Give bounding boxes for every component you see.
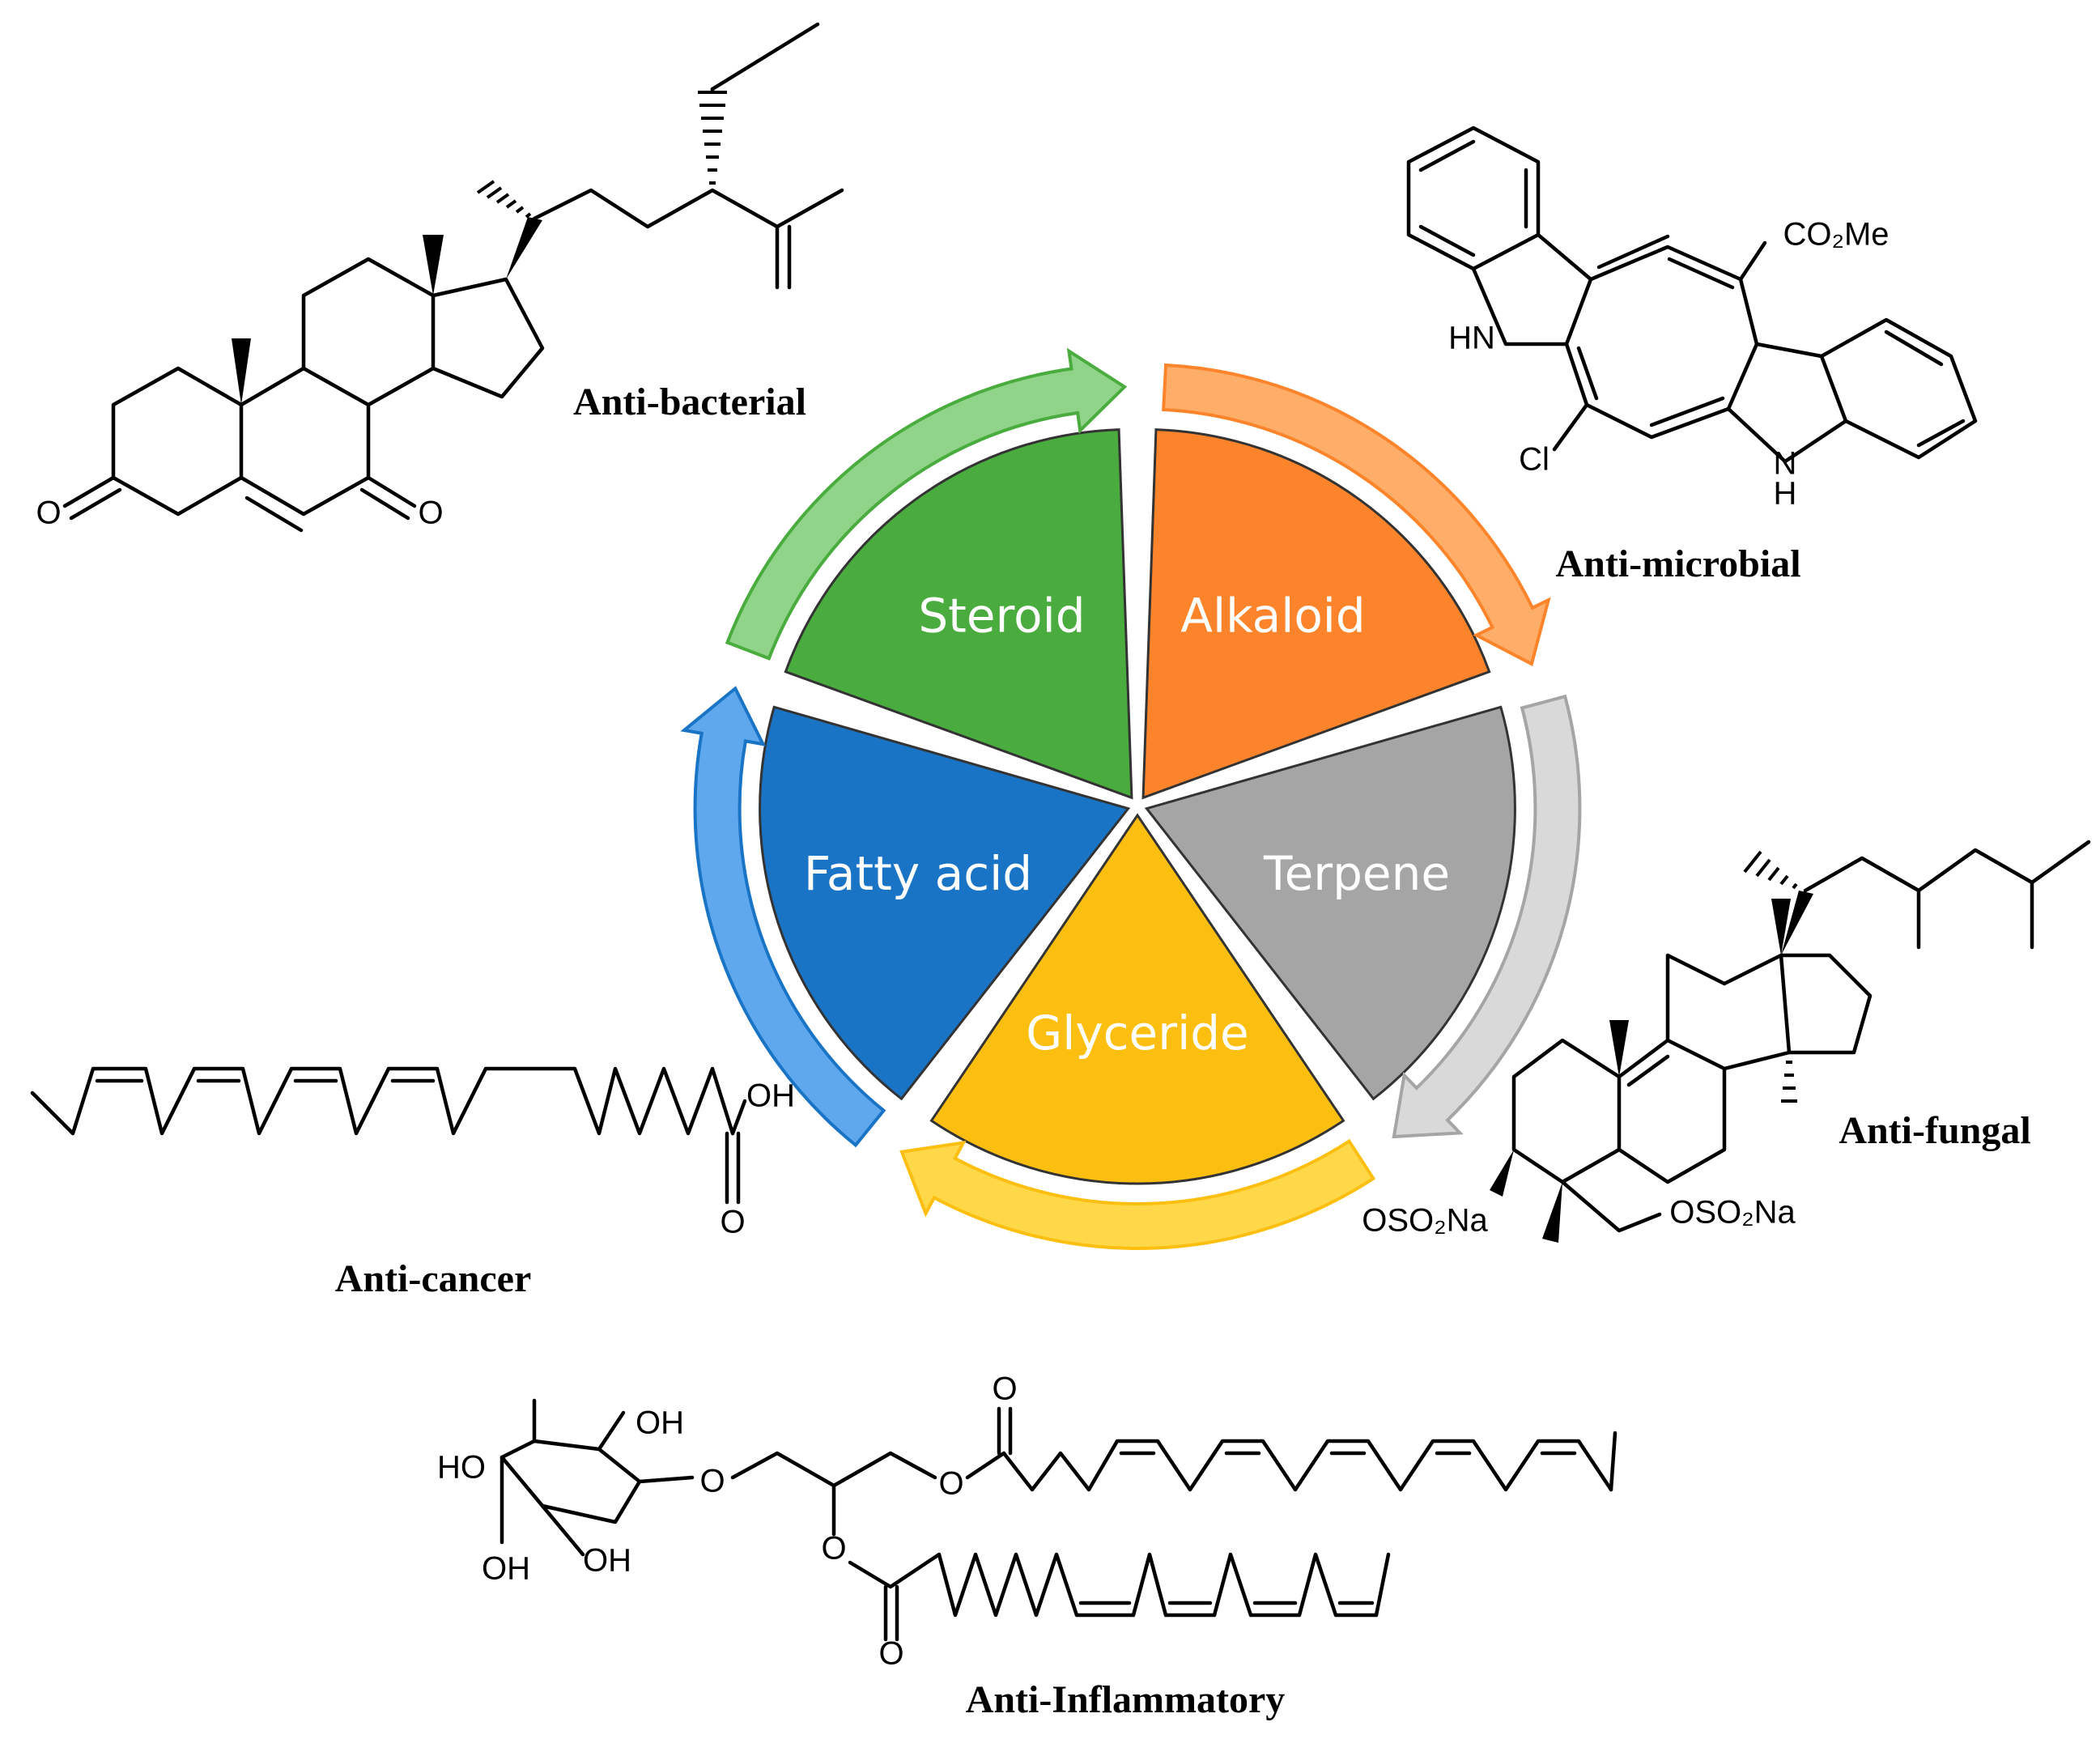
wheel-label-steroid: Steroid [918, 589, 1085, 644]
wheel-label-glyceride: Glyceride [1026, 1006, 1248, 1061]
wheel-label-fatty-acid: Fatty acid [804, 846, 1032, 901]
sulfate-right: OSO₂Na [1669, 1195, 1796, 1231]
sugar-oh-2: OH [636, 1405, 684, 1441]
wheel-segment-terpene [1144, 705, 1516, 1101]
wheel-segment-steroid [784, 428, 1133, 800]
wheel-arrow-fatty-acid [680, 686, 886, 1148]
wheel-arrow-steroid [725, 347, 1128, 661]
anti-cancer-molecule: OH O Anti-cancer [30, 1066, 795, 1300]
wheel-label-alkaloid: Alkaloid [1180, 589, 1365, 644]
chlorine: Cl [1519, 442, 1549, 478]
label-anti-bacterial: Anti-bacterial [573, 381, 806, 423]
label-anti-fungal: Anti-fungal [1839, 1109, 2030, 1152]
ketone-o-left: O [36, 495, 61, 531]
label-anti-inflammatory: Anti-Inflammatory [966, 1678, 1286, 1721]
nh-right-h: H [1774, 476, 1797, 512]
sugar-oh-4: OH [583, 1543, 631, 1579]
wheel-arrow-terpene [1392, 694, 1582, 1139]
nh-right-n: N [1774, 446, 1797, 482]
anti-fungal-molecule: OSO₂Na OSO₂Na Anti-fungal [1362, 840, 2091, 1243]
anti-bacterial-molecule: O O Anti- [36, 22, 844, 533]
glycosidic-o: O [699, 1464, 725, 1499]
wheel-label-terpene: Terpene [1263, 846, 1450, 901]
wheel-arrow-glyceride [899, 1138, 1376, 1250]
ester-o-lower: O [821, 1531, 846, 1567]
ester-co2me: CO₂Me [1783, 217, 1889, 253]
sugar-oh-3: OH [482, 1551, 530, 1587]
ketone-o-right: O [418, 495, 443, 531]
label-anti-cancer: Anti-cancer [335, 1257, 532, 1300]
anti-inflammatory-molecule: HO OH OH OH O O O O O Anti-Inflammatory [437, 1371, 1618, 1721]
wheel-segment-glyceride [929, 813, 1345, 1185]
anti-microbial-molecule: HN CO₂Me Cl N H Anti-microbial [1406, 125, 1978, 585]
wheel-arrow-alkaloid [1162, 363, 1551, 666]
lower-carbonyl-o: O [878, 1636, 903, 1672]
sugar-ho-1: HO [437, 1450, 486, 1486]
wheel-segment-fatty-acid [759, 705, 1131, 1101]
sulfate-left: OSO₂Na [1362, 1203, 1488, 1239]
upper-carbonyl-o: O [992, 1371, 1017, 1407]
wheel-segment-alkaloid [1141, 428, 1491, 800]
label-anti-microbial: Anti-microbial [1555, 542, 1800, 585]
acid-o: O [720, 1205, 745, 1240]
nh-left: HN [1448, 321, 1495, 356]
ester-o-upper: O [938, 1466, 963, 1502]
acid-oh: OH [746, 1078, 795, 1114]
